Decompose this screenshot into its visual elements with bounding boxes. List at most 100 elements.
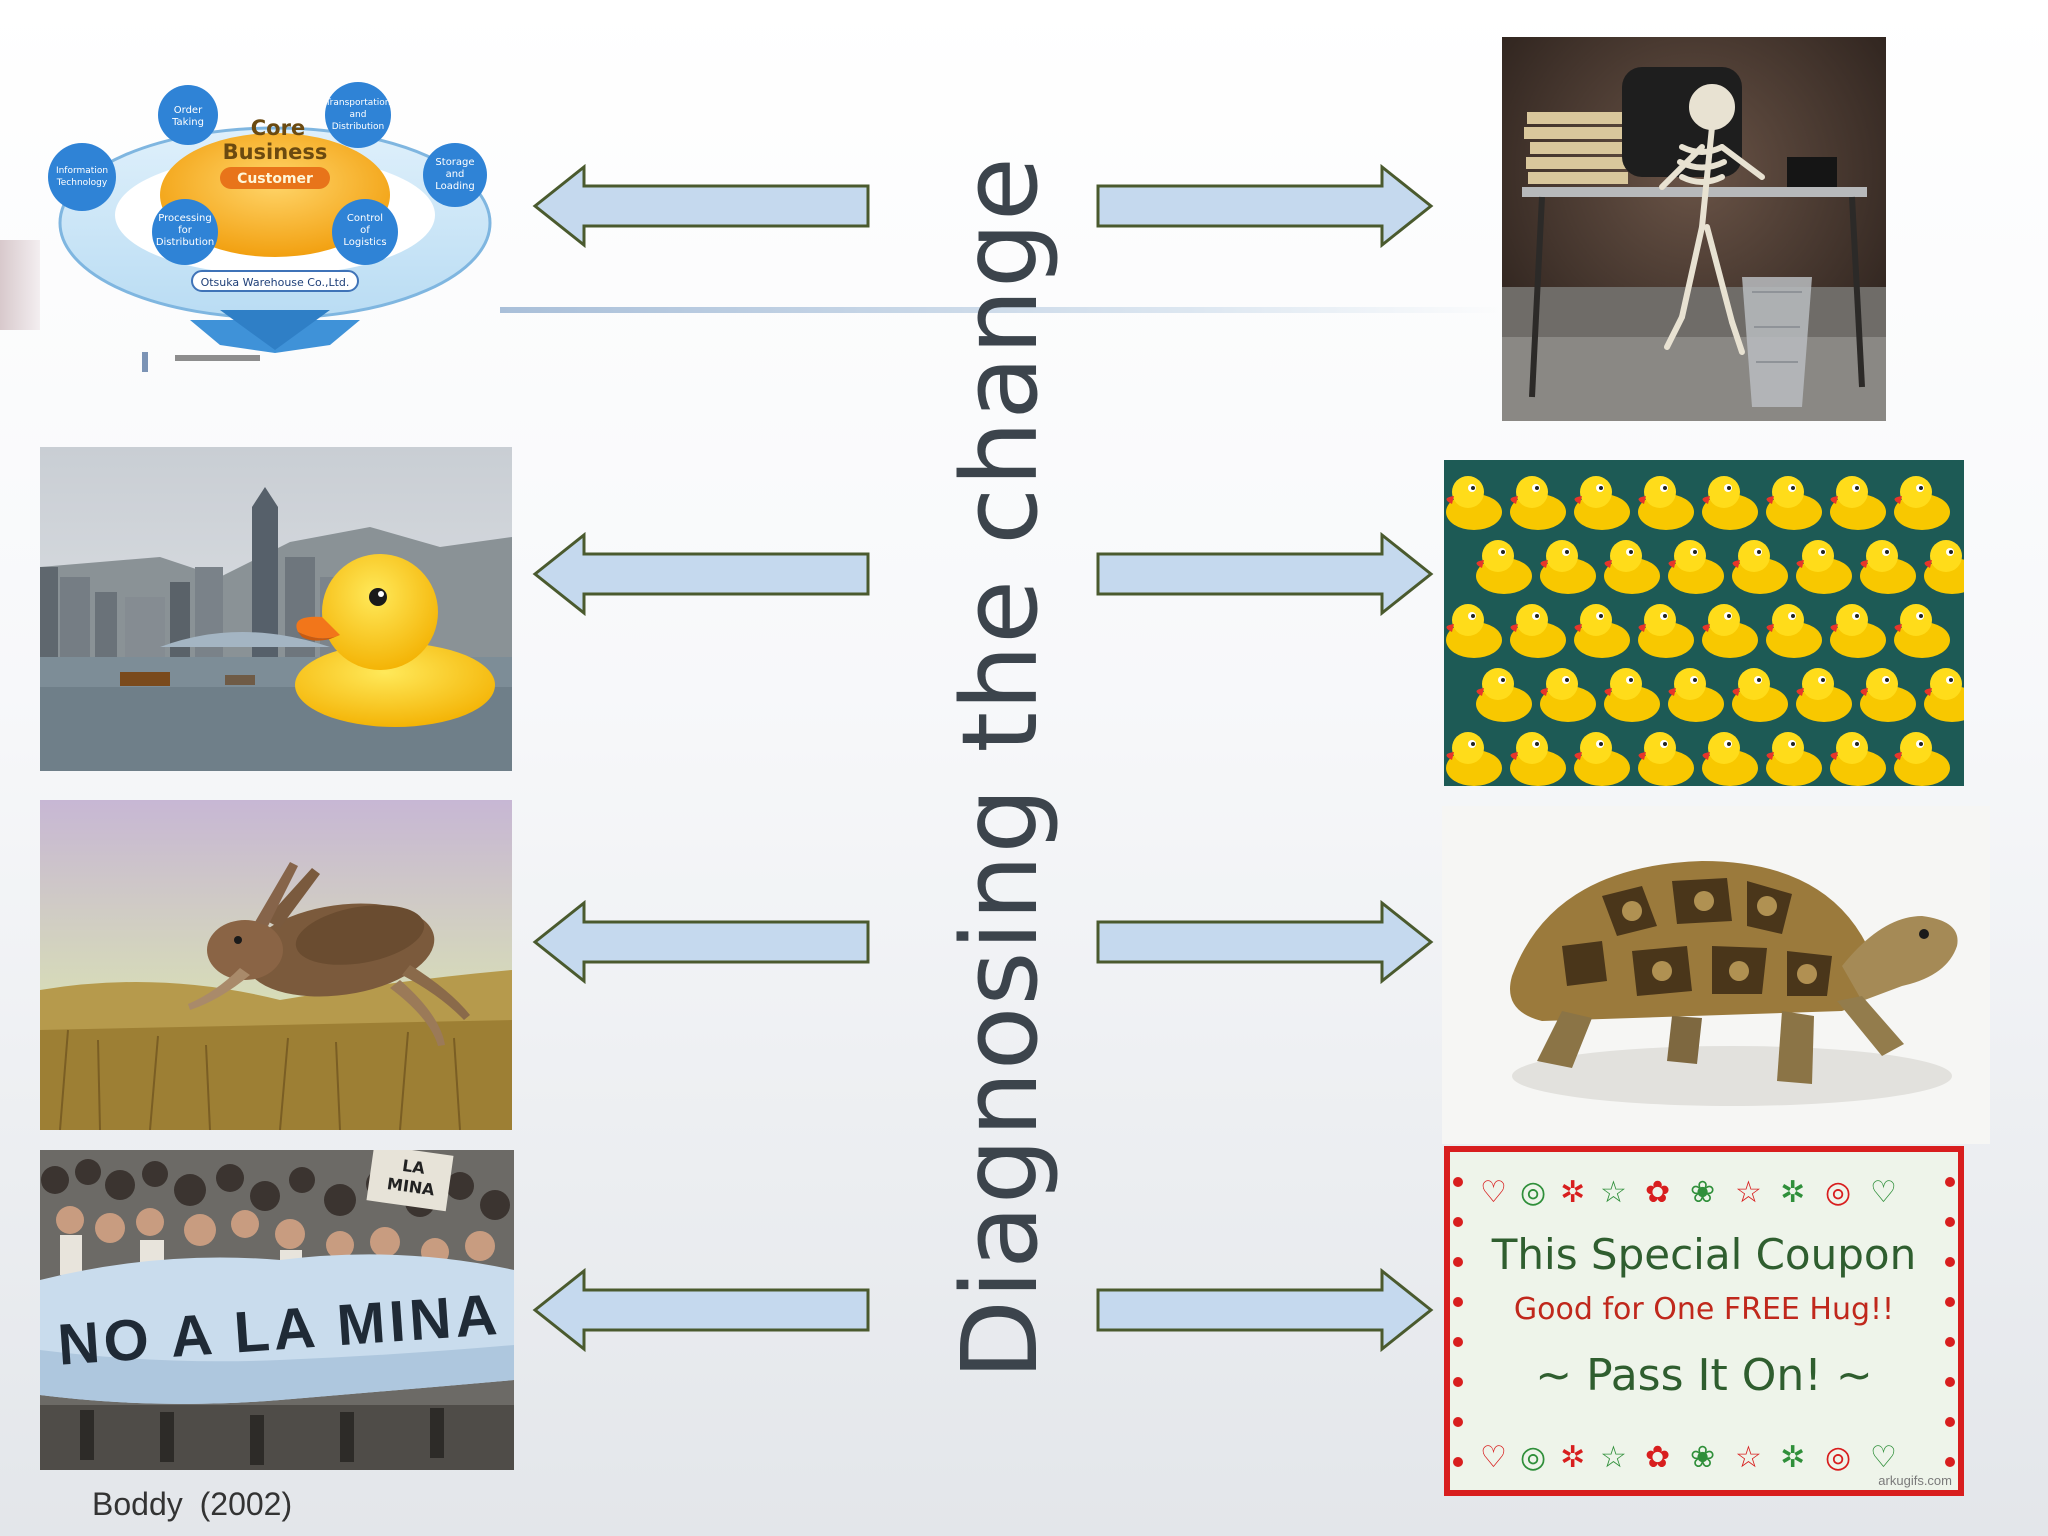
svg-text:♡: ♡ xyxy=(1870,1440,1897,1475)
slide-accent-tick xyxy=(142,352,148,372)
core-business-diagram-image: Core Business Customer Order Taking Tran… xyxy=(40,75,510,355)
decorative-divider-line xyxy=(500,307,1500,313)
node-storage-line2: and xyxy=(446,169,465,180)
small-duck xyxy=(1702,476,1758,530)
small-duck xyxy=(1732,540,1788,594)
svg-text:◎: ◎ xyxy=(1825,1440,1851,1475)
small-duck xyxy=(1574,476,1630,530)
small-duck xyxy=(1796,668,1852,722)
left-arrow-3 xyxy=(532,900,882,984)
small-duck xyxy=(1604,540,1660,594)
small-duck xyxy=(1830,476,1886,530)
business-label: Business xyxy=(223,140,328,164)
small-duck xyxy=(1638,732,1694,786)
node-transport-line2: and xyxy=(350,110,367,120)
small-duck xyxy=(1604,668,1660,722)
svg-text:☆: ☆ xyxy=(1735,1175,1762,1210)
node-info-line2: Technology xyxy=(56,178,108,188)
left-arrow-4 xyxy=(532,1268,882,1352)
left-arrow-1 xyxy=(532,164,882,248)
svg-text:✿: ✿ xyxy=(1645,1440,1670,1475)
coupon-line-2: Good for One FREE Hug!! xyxy=(1513,1292,1895,1327)
citation-text: Boddy (2002) xyxy=(92,1486,293,1522)
small-duck xyxy=(1574,604,1630,658)
node-processing-line2: for xyxy=(178,225,193,236)
small-duck xyxy=(1702,732,1758,786)
node-control-line3: Logistics xyxy=(343,237,386,248)
svg-text:☆: ☆ xyxy=(1600,1440,1627,1475)
svg-text:✲: ✲ xyxy=(1780,1175,1805,1210)
small-duck xyxy=(1476,668,1532,722)
company-label: Otsuka Warehouse Co.,Ltd. xyxy=(201,276,350,289)
small-duck xyxy=(1446,732,1502,786)
node-control-line2: of xyxy=(360,225,370,236)
svg-text:✿: ✿ xyxy=(1645,1175,1670,1210)
small-duck xyxy=(1860,540,1916,594)
coupon-line-1: This Special Coupon xyxy=(1491,1230,1917,1279)
coupon-credit: arkugifs.com xyxy=(1878,1473,1952,1488)
node-transport-line1: Transportation xyxy=(325,98,391,108)
small-duck xyxy=(1668,668,1724,722)
small-duck xyxy=(1732,668,1788,722)
svg-text:✲: ✲ xyxy=(1560,1175,1585,1210)
svg-text:☆: ☆ xyxy=(1735,1440,1762,1475)
coupon-line-3: ~ Pass It On! ~ xyxy=(1535,1350,1873,1401)
slide-accent-dash xyxy=(175,355,260,361)
small-duck xyxy=(1446,604,1502,658)
giant-rubber-duck-photo xyxy=(40,447,512,771)
small-duck xyxy=(1510,732,1566,786)
small-duck xyxy=(1860,668,1916,722)
protest-sign-line1: LA xyxy=(401,1156,427,1178)
svg-text:◎: ◎ xyxy=(1520,1175,1546,1210)
running-hare-painting xyxy=(40,800,512,1130)
tortoise-photo xyxy=(1442,806,1990,1144)
skeleton-at-desk-photo xyxy=(1502,37,1886,421)
small-duck xyxy=(1668,540,1724,594)
small-duck xyxy=(1540,668,1596,722)
node-transport-line3: Distribution xyxy=(332,122,385,132)
right-arrow-4 xyxy=(1084,1268,1434,1352)
svg-text:☆: ☆ xyxy=(1600,1175,1627,1210)
svg-text:♡: ♡ xyxy=(1870,1175,1897,1210)
small-duck xyxy=(1476,540,1532,594)
svg-text:❀: ❀ xyxy=(1690,1175,1715,1210)
slide-accent-bar xyxy=(0,240,40,330)
node-processing-line3: Distribution xyxy=(156,237,214,248)
small-duck xyxy=(1574,732,1630,786)
core-label: Core xyxy=(251,116,305,140)
small-duck xyxy=(1540,540,1596,594)
small-duck xyxy=(1924,540,1964,594)
right-arrow-1 xyxy=(1084,164,1434,248)
left-arrow-2 xyxy=(532,532,882,616)
node-order-line1: Order xyxy=(174,105,203,116)
right-arrow-2 xyxy=(1084,532,1434,616)
node-control-line1: Control xyxy=(347,213,383,224)
node-storage-line3: Loading xyxy=(435,181,474,192)
free-hug-coupon-image: ♡ ◎ ✲ ☆ ✿ ❀ ☆ ✲ ◎ ♡ ♡ ◎ ✲ ☆ ✿ ❀ ☆ ✲ ◎ ♡ This Speci… xyxy=(1444,1146,1964,1496)
svg-text:✲: ✲ xyxy=(1780,1440,1805,1475)
small-duck xyxy=(1638,476,1694,530)
node-info-line1: Information xyxy=(56,166,108,176)
node-processing-line1: Processing xyxy=(158,213,211,224)
node-order-line2: Taking xyxy=(171,117,204,128)
right-arrow-3 xyxy=(1084,900,1434,984)
customer-label: Customer xyxy=(237,171,313,187)
svg-text:❀: ❀ xyxy=(1690,1440,1715,1475)
svg-text:♡: ♡ xyxy=(1480,1175,1507,1210)
node-storage-line1: Storage xyxy=(435,157,474,168)
small-duck xyxy=(1796,540,1852,594)
small-duck xyxy=(1766,732,1822,786)
small-duck xyxy=(1446,476,1502,530)
slide-title: Diagnosing the change xyxy=(939,156,1061,1380)
small-duck xyxy=(1924,668,1964,722)
small-duck xyxy=(1894,732,1950,786)
svg-text:✲: ✲ xyxy=(1560,1440,1585,1475)
svg-text:◎: ◎ xyxy=(1825,1175,1851,1210)
many-rubber-ducks-photo xyxy=(1444,460,1964,786)
small-duck xyxy=(1510,604,1566,658)
small-duck xyxy=(1766,476,1822,530)
protest-crowd-photo: LA MINA NO A LA MINA xyxy=(40,1150,514,1470)
svg-text:◎: ◎ xyxy=(1520,1440,1546,1475)
small-duck xyxy=(1638,604,1694,658)
svg-text:♡: ♡ xyxy=(1480,1440,1507,1475)
